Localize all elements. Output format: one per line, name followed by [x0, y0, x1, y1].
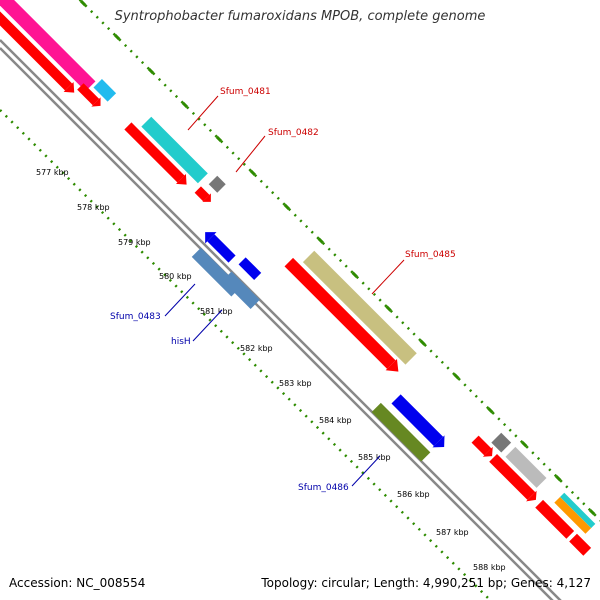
gene-label-sfum-0486[interactable]: Sfum_0486 — [298, 483, 349, 493]
gene-label-sfum-0481[interactable]: Sfum_0481 — [220, 87, 271, 97]
kbp-label: 579 kbp — [118, 238, 151, 247]
map-title: Syntrophobacter fumaroxidans MPOB, compl… — [114, 9, 486, 24]
gene-label-hish[interactable]: hisH — [171, 337, 191, 347]
inner-dotted-scale — [0, 109, 491, 600]
genome-backbone — [0, 39, 562, 600]
kbp-label: 588 kbp — [473, 563, 506, 572]
kbp-label: 584 kbp — [319, 416, 352, 425]
kbp-label: 577 kbp — [36, 168, 69, 177]
accession-text: Accession: NC_008554 — [9, 576, 146, 590]
gene-labels: Sfum_0481 Sfum_0482 Sfum_0485 Sfum_0483 … — [110, 87, 456, 493]
kbp-label: 578 kbp — [77, 203, 110, 212]
kbp-tick-labels: 577 kbp 578 kbp 579 kbp 580 kbp 581 kbp … — [36, 168, 506, 572]
gene-label-sfum-0483[interactable]: Sfum_0483 — [110, 312, 161, 322]
kbp-label: 585 kbp — [358, 453, 391, 462]
kbp-label: 586 kbp — [397, 490, 430, 499]
kbp-label: 583 kbp — [279, 379, 312, 388]
kbp-label: 580 kbp — [159, 272, 192, 281]
kbp-label: 587 kbp — [436, 528, 469, 537]
gene-label-sfum-0485[interactable]: Sfum_0485 — [405, 250, 456, 260]
gene-label-sfum-0482[interactable]: Sfum_0482 — [268, 128, 319, 138]
outer-dotted-scale — [77, 0, 600, 523]
genome-summary-text: Topology: circular; Length: 4,990,251 bp… — [261, 576, 591, 590]
kbp-label: 581 kbp — [200, 307, 233, 316]
kbp-label: 582 kbp — [240, 344, 273, 353]
gene-features — [0, 0, 596, 556]
gene-label-leaders — [164, 95, 405, 487]
